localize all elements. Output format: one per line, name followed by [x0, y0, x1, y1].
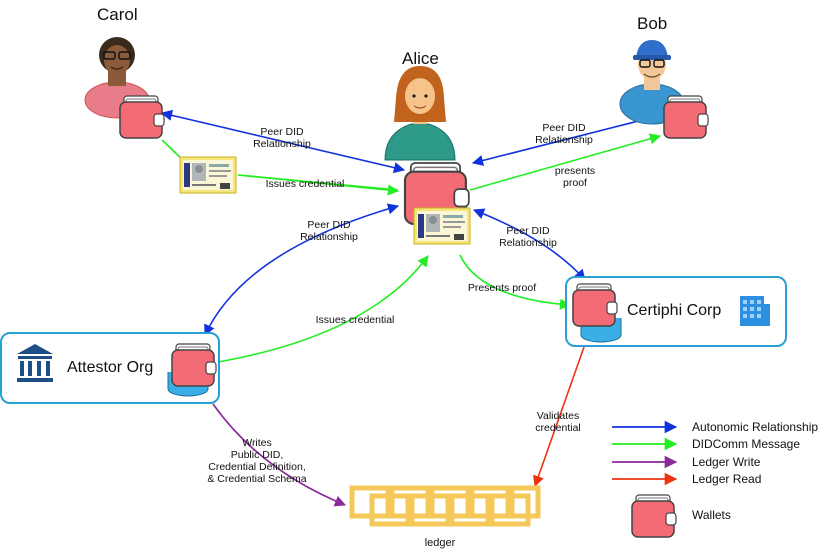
edge-label-certiphi-peer: Peer DID Relationship: [499, 225, 557, 249]
bank-icon: [17, 344, 53, 382]
carol-label: Carol: [97, 5, 138, 24]
ledger-chain: [349, 485, 541, 527]
edge-attestor-ledger-write: [212, 403, 347, 507]
alice-credential: [413, 207, 471, 245]
edge-label-bob-peer: Peer DID Relationship: [535, 122, 593, 146]
legend-wallets-label: Wallets: [692, 508, 731, 522]
certiphi-wallet: [572, 283, 618, 327]
legend-wallet-icon: [631, 494, 677, 538]
edge-attestor-alice-peer: [204, 203, 400, 337]
carol-wallet: [119, 95, 165, 139]
edge-certiphi-ledger-read: [533, 329, 591, 488]
legend: [612, 420, 678, 538]
carol-credential: [179, 156, 237, 194]
edge-carol-alice-peer: [160, 109, 406, 174]
edge-label-attestor-issues: Issues credential: [315, 314, 395, 326]
edge-alice-certiphi-peer: [472, 208, 586, 281]
edge-label-writes: Writes Public DID, Credential Definition…: [207, 437, 307, 485]
edge-label-bob-presents: presents proof: [554, 165, 596, 189]
edge-label-carol-peer: Peer DID Relationship: [253, 126, 311, 150]
edge-label-certiphi-presents: Presents proof: [467, 282, 537, 294]
edge-alice-certiphi-presents: [459, 254, 572, 310]
attestor-org-label: Attestor Org: [67, 359, 154, 376]
legend-ledger-write-label: Ledger Write: [692, 455, 761, 469]
certiphi-corp-label: Certiphi Corp: [627, 302, 722, 319]
attestor-wallet: [171, 343, 217, 387]
attestor-box: [0, 332, 220, 404]
edge-bob-alice-peer: [471, 111, 668, 166]
alice-avatar: [384, 66, 456, 161]
edge-attestor-alice-issues: [217, 255, 429, 363]
edge-label-attestor-peer: Peer DID Relationship: [300, 219, 358, 243]
edge-alice-bob-presents: [469, 133, 662, 191]
bob-wallet: [663, 95, 709, 139]
edge-label-validates: Validates credential: [535, 410, 581, 434]
legend-didcomm-label: DIDComm Message: [692, 437, 801, 451]
alice-label: Alice: [402, 49, 439, 68]
legend-autonomic-label: Autonomic Relationship: [692, 420, 819, 434]
bob-label: Bob: [637, 14, 668, 33]
legend-ledger-read-label: Ledger Read: [692, 472, 762, 486]
building-icon: [740, 296, 770, 326]
ledger-label: ledger: [424, 537, 456, 549]
edge-label-carol-issues: Issues credential: [265, 178, 345, 190]
